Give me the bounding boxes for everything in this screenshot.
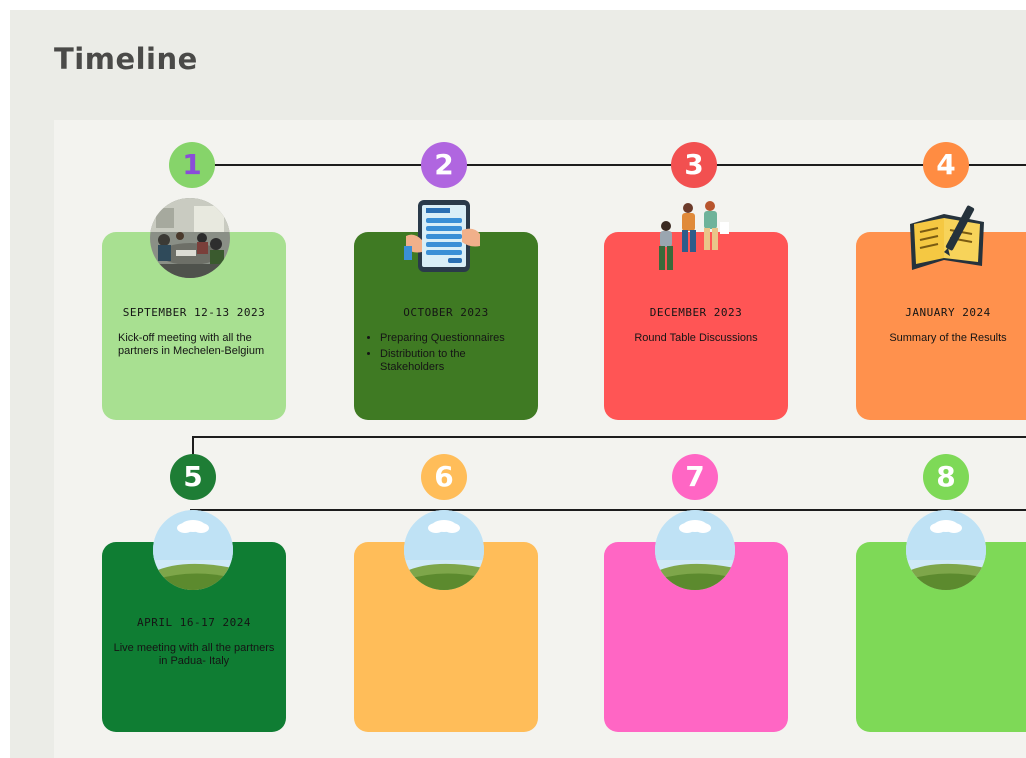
page-title: Timeline xyxy=(54,42,198,76)
meeting-photo xyxy=(150,198,230,278)
milestone-5-number: 5 xyxy=(170,454,216,500)
milestone-1-date: SEPTEMBER 12-13 2023 xyxy=(122,306,266,319)
milestone-2-bullet: Preparing Questionnaires xyxy=(380,332,526,345)
milestone-4-number: 4 xyxy=(923,142,969,188)
discussion-people-icon xyxy=(650,196,740,282)
milestone-1-number: 1 xyxy=(169,142,215,188)
milestone-2-bullet: Distribution to the Stakeholders xyxy=(380,348,526,374)
timeline-board: 1 SEPTEMBER 12-13 2023 Kick-off meeting … xyxy=(54,120,1026,758)
milestone-5-description: Live meeting with all the partners in Pa… xyxy=(113,642,275,667)
milestone-2-description: Preparing Questionnaires Distribution to… xyxy=(370,332,526,377)
milestone-1-description: Kick-off meeting with all the partners i… xyxy=(118,332,265,357)
milestone-7-landscape-icon xyxy=(655,510,735,590)
milestone-7-number: 7 xyxy=(672,454,718,500)
timeline-line-drop xyxy=(192,436,194,454)
milestone-3-date: DECEMBER 2023 xyxy=(649,306,743,319)
milestone-3-card: DECEMBER 2023 Round Table Discussions xyxy=(604,232,788,420)
timeline-line-row2 xyxy=(190,509,1026,511)
timeline-line-row1 xyxy=(190,164,1026,166)
notebook-pen-icon xyxy=(904,200,990,282)
milestone-2-number: 2 xyxy=(421,142,467,188)
milestone-4-card: JANUARY 2024 Summary of the Results xyxy=(856,232,1026,420)
milestone-8-landscape-icon xyxy=(906,510,986,590)
timeline-page: Timeline 1 SEPTEMBER 12-13 2023 Kick-off… xyxy=(10,10,1026,758)
milestone-2-date: OCTOBER 2023 xyxy=(403,306,489,319)
questionnaire-tablet-icon xyxy=(404,196,482,280)
milestone-6-landscape-icon xyxy=(404,510,484,590)
milestone-5-date: APRIL 16-17 2024 xyxy=(137,616,251,629)
milestone-4-description: Summary of the Results xyxy=(889,332,1007,344)
milestone-3-number: 3 xyxy=(671,142,717,188)
milestone-8-number: 8 xyxy=(923,454,969,500)
milestone-3-description: Round Table Discussions xyxy=(634,332,758,344)
milestone-5-landscape-icon xyxy=(153,510,233,590)
milestone-2-bullet-list: Preparing Questionnaires Distribution to… xyxy=(370,332,526,374)
milestone-6-number: 6 xyxy=(421,454,467,500)
timeline-line-connector xyxy=(192,436,1026,438)
milestone-4-date: JANUARY 2024 xyxy=(905,306,991,319)
